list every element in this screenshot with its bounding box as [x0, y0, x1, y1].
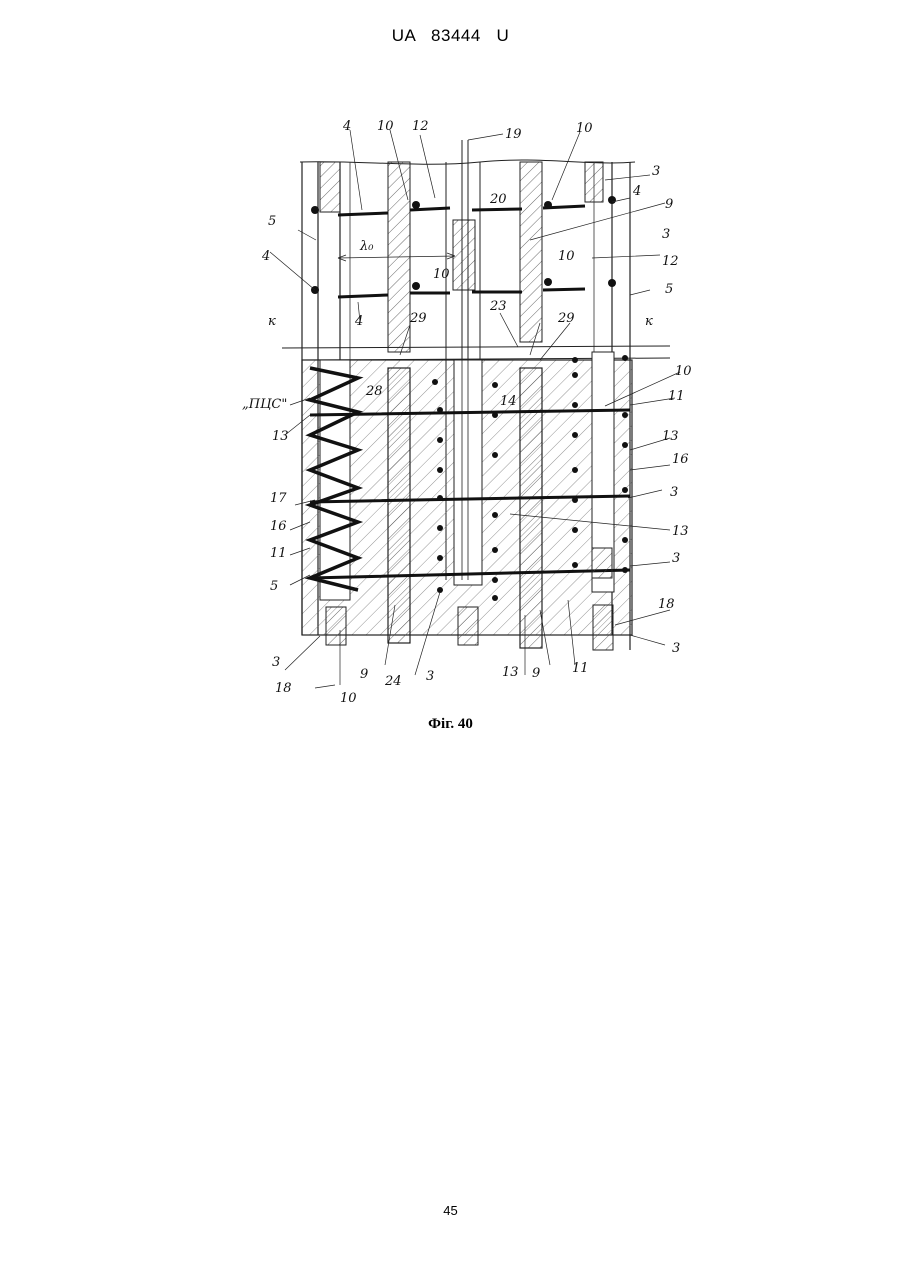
label-12-right: 12	[662, 254, 679, 269]
label-pcs: „ПЦС"	[242, 397, 287, 412]
label-16-right: 16	[672, 452, 689, 467]
label-4-right: 4	[632, 184, 641, 199]
page-number: 45	[0, 1203, 901, 1218]
label-11-right: 11	[668, 389, 685, 404]
figure-caption: Фіг. 40	[0, 716, 901, 733]
label-10-bottom: 10	[340, 691, 357, 706]
label-k-left: к	[268, 314, 276, 329]
label-3-bottom-right-2: 3	[672, 641, 680, 656]
label-18-right: 18	[658, 597, 675, 612]
label-13-bottom: 13	[502, 665, 519, 680]
label-10-right: 10	[675, 364, 692, 379]
label-10-mid-right: 10	[558, 249, 575, 264]
label-10-mid: 10	[433, 267, 450, 282]
label-5-left: 5	[268, 214, 276, 229]
label-10-top: 10	[377, 119, 394, 134]
label-11-left: 11	[270, 546, 287, 561]
label-4-left: 4	[261, 249, 270, 264]
label-29-right: 29	[557, 311, 575, 326]
label-23: 23	[489, 299, 507, 314]
label-4-top: 4	[342, 119, 351, 134]
label-lambda: λ₀	[359, 239, 374, 254]
label-18-left: 18	[275, 681, 292, 696]
label-9-bottom-left: 9	[360, 667, 368, 682]
document-header: UA 83444 U	[0, 26, 901, 46]
label-3-bottom-right: 3	[672, 551, 680, 566]
label-3-bottom-left: 3	[272, 655, 280, 670]
label-13-left: 13	[272, 429, 289, 444]
label-5-lower-left: 5	[270, 579, 278, 594]
label-13-lower-right: 13	[672, 524, 689, 539]
label-3-bottom-mid: 3	[426, 669, 434, 684]
label-13-right: 13	[662, 429, 679, 444]
label-4-lower: 4	[354, 314, 363, 329]
label-3-lower-right: 3	[670, 485, 678, 500]
label-19: 19	[505, 127, 522, 142]
label-17: 17	[270, 491, 287, 506]
label-28: 28	[365, 384, 383, 399]
label-9-top: 9	[665, 197, 673, 212]
label-k-right: к	[645, 314, 653, 329]
label-3-mid-right: 3	[662, 227, 670, 242]
label-10-top-right: 10	[576, 121, 593, 136]
label-3-top-right: 3	[652, 164, 660, 179]
label-12-top: 12	[412, 119, 429, 134]
label-16-left: 16	[270, 519, 287, 534]
label-24: 24	[384, 674, 402, 689]
label-14: 14	[500, 394, 517, 409]
patent-figure-drawing: 4 10 12 19 10 3 4 20 9 5 3 4 λ₀ 10 10 12…	[240, 110, 700, 710]
label-9-bottom-right: 9	[532, 666, 540, 681]
label-5-right: 5	[665, 282, 673, 297]
label-11-bottom: 11	[572, 661, 589, 676]
label-20: 20	[489, 192, 507, 207]
label-29-left: 29	[409, 311, 427, 326]
